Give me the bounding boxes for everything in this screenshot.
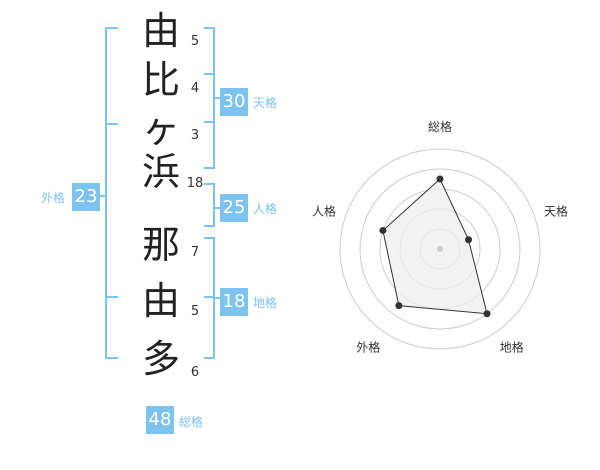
stroke-count-3: 3 — [190, 128, 200, 143]
tenkaku-bracket — [204, 27, 220, 169]
gaikaku-bracket — [100, 27, 118, 359]
chikaku-bracket — [204, 237, 220, 359]
soukaku-label: 総格 — [179, 415, 204, 429]
radar-center-dot — [437, 246, 443, 252]
name-char-3: ヶ — [141, 107, 180, 151]
name-char-5: 那 — [141, 223, 180, 267]
soukaku-value: 48 — [146, 406, 174, 434]
radar-data-polygon — [382, 178, 488, 315]
radar-point-5 — [379, 226, 387, 234]
radar-axis-label-3: 地格 — [500, 340, 524, 355]
name-char-2: 比 — [141, 58, 180, 102]
radar-point-1 — [436, 175, 444, 183]
radar-axis-label-5: 人格 — [312, 203, 336, 218]
radar-point-3 — [483, 310, 491, 318]
tenkaku-value: 30 — [220, 88, 248, 116]
stroke-count-5: 7 — [190, 245, 200, 260]
jinkaku-label: 人格 — [253, 202, 278, 216]
radar-point-2 — [465, 236, 473, 244]
radar-axis-label-1: 総格 — [428, 119, 452, 134]
tenkaku-label: 天格 — [253, 96, 278, 110]
stroke-count-7: 6 — [190, 365, 200, 380]
chikaku-label: 地格 — [253, 296, 278, 310]
radar-axis-label-2: 天格 — [544, 203, 568, 218]
name-char-6: 由 — [141, 279, 180, 323]
stroke-count-1: 5 — [190, 34, 200, 49]
name-char-7: 多 — [141, 337, 180, 381]
chikaku-value: 18 — [220, 288, 248, 316]
stroke-count-4: 18 — [186, 176, 204, 191]
stroke-count-2: 4 — [190, 81, 200, 96]
radar-ring-4 — [359, 168, 521, 330]
gaikaku-label: 外格 — [41, 191, 66, 205]
radar-point-4 — [395, 302, 403, 310]
jinkaku-bracket — [204, 183, 220, 227]
gaikaku-value: 23 — [72, 183, 100, 211]
name-char-1: 由 — [141, 9, 180, 53]
radar-axis-label-4: 外格 — [356, 340, 380, 355]
stroke-count-6: 5 — [190, 304, 200, 319]
jinkaku-value: 25 — [220, 194, 248, 222]
name-char-4: 浜 — [141, 150, 180, 194]
radar-ring-5 — [339, 148, 541, 350]
